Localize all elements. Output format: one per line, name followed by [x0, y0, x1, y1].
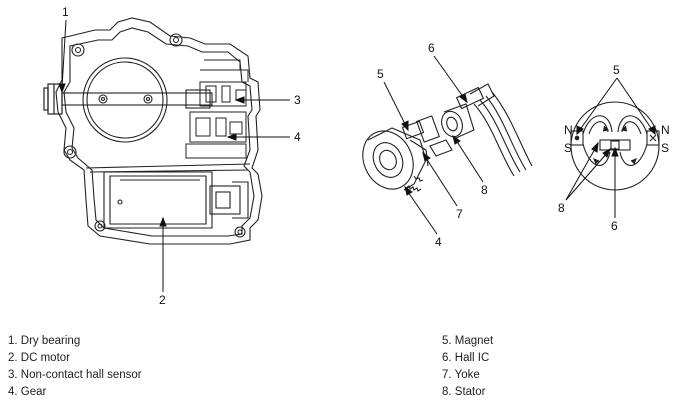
gear-assembly [362, 127, 429, 192]
stator [441, 103, 475, 139]
throttle-body-housing [55, 17, 263, 245]
legend-item-dc-motor: 2. DC motor [8, 352, 70, 364]
legend-item-hall-sensor: 3. Non-contact hall sensor [8, 369, 142, 381]
throttle-body-diagram: N S N S [43, 5, 670, 307]
callout-6-right: 6 [611, 219, 618, 233]
leader-lines [58, 19, 656, 292]
callout-1: 1 [62, 5, 69, 19]
callout-5-right: 5 [613, 63, 620, 77]
throttle-shaft [61, 89, 213, 109]
dc-motor [103, 171, 249, 229]
pole-s-left-label: S [564, 141, 572, 155]
pole-s-right-label: S [661, 141, 669, 155]
callout-4-mid: 4 [435, 235, 442, 249]
callout-4: 4 [294, 130, 301, 144]
legend-item-gear: 4. Gear [8, 386, 47, 398]
legend-left: 1. Dry bearing 2. DC motor 3. Non-contac… [8, 333, 142, 401]
dry-bearing [43, 83, 63, 115]
legend-item-hall-ic: 6. Hall IC [442, 352, 490, 364]
legend-item-dry-bearing: 1. Dry bearing [8, 335, 81, 347]
legend-right: 5. Magnet 6. Hall IC 7. Yoke 8. Stator [442, 333, 493, 401]
callout-8-right: 8 [558, 201, 565, 215]
legend-item-magnet: 5. Magnet [442, 335, 494, 347]
hall-sensor-area [185, 59, 249, 159]
legend-item-stator: 8. Stator [442, 386, 486, 398]
callout-6-mid: 6 [428, 41, 435, 55]
hall-ic [455, 83, 533, 177]
callout-8-mid: 8 [481, 183, 488, 197]
pole-n-left-label: N [564, 123, 573, 137]
legend-item-yoke: 7. Yoke [442, 369, 480, 381]
callout-7-mid: 7 [456, 207, 463, 221]
pole-n-right-label: N [661, 123, 670, 137]
magnet [401, 115, 453, 157]
callout-2: 2 [159, 293, 166, 307]
callout-5-mid: 5 [377, 67, 384, 81]
callout-3: 3 [294, 93, 301, 107]
